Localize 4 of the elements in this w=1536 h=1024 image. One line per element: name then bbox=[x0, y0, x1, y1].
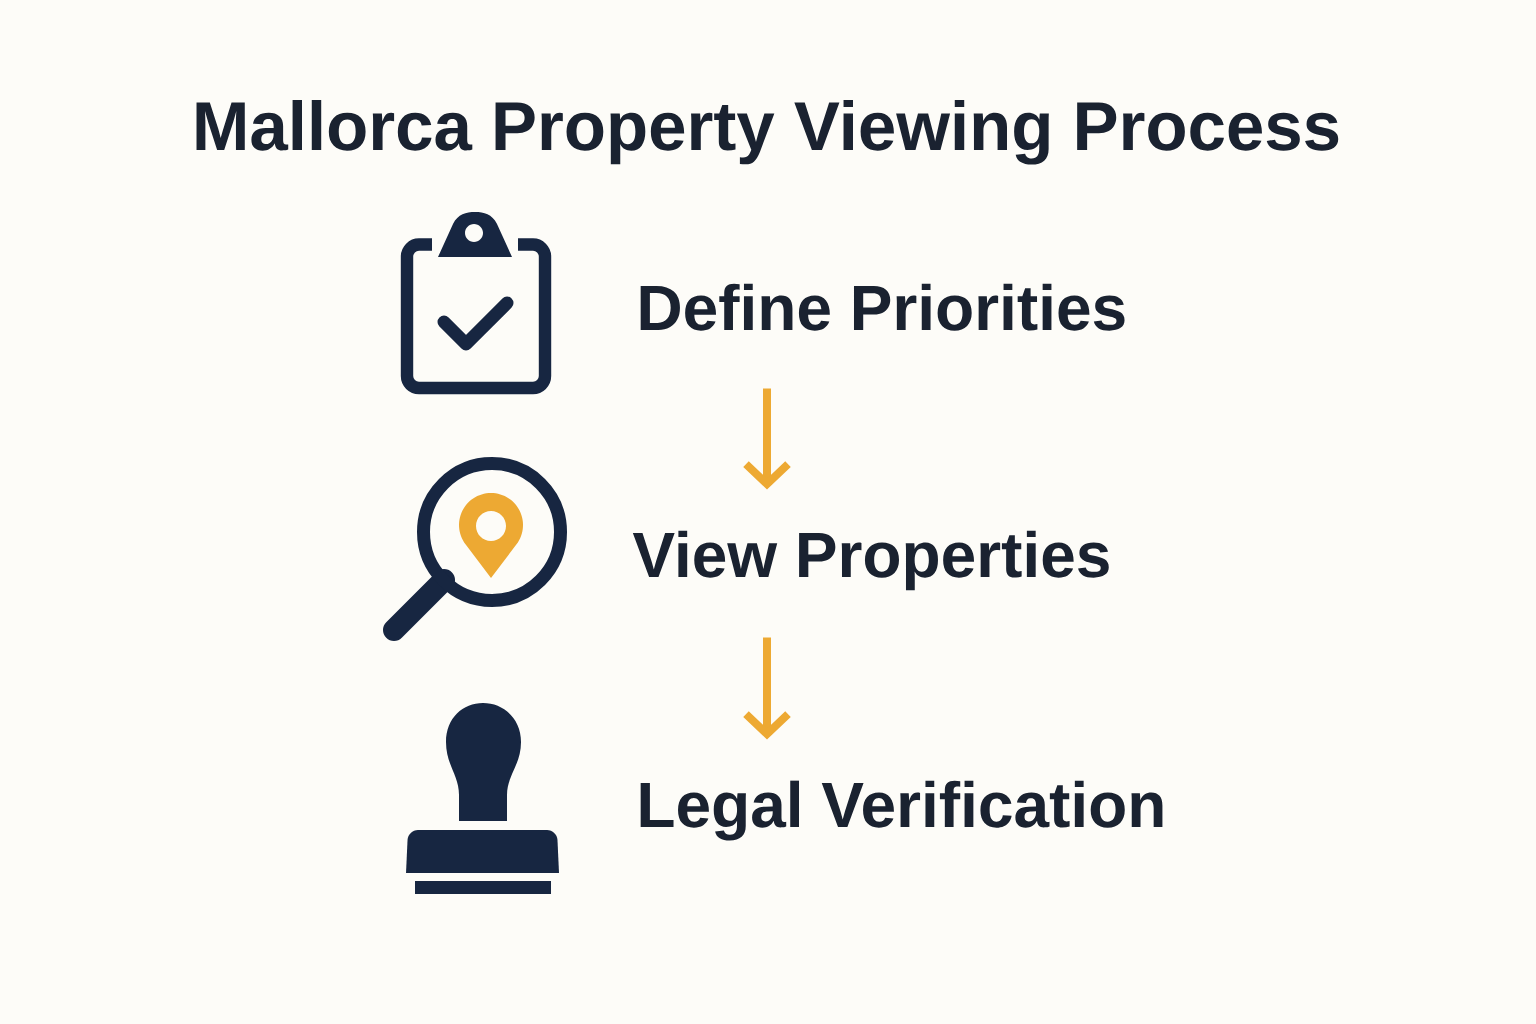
title: Mallorca Property Viewing Process bbox=[196, 100, 1339, 165]
step-label: Legal Verification bbox=[640, 780, 1163, 841]
step-label: Define Priorities bbox=[640, 283, 1125, 331]
step-label: View Properties bbox=[632, 530, 1109, 591]
